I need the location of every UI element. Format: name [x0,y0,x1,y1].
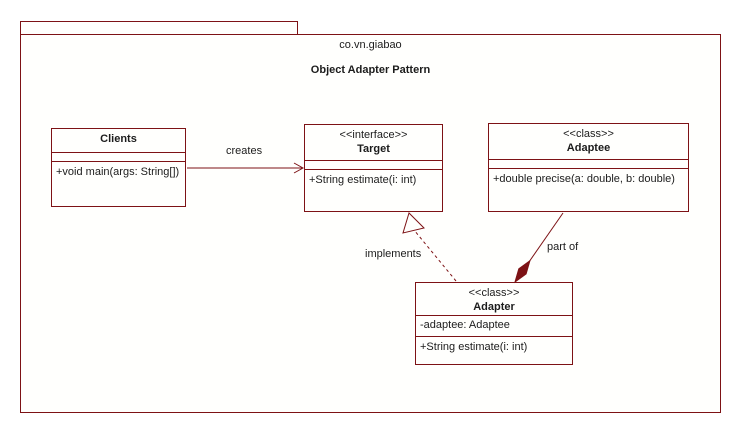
method-target-estimate: +String estimate(i: int) [309,174,417,186]
edge-creates[interactable] [187,162,305,174]
diagram-title: Object Adapter Pattern [310,64,431,76]
edge-label-creates: creates [226,145,263,157]
methods-compartment-adaptee: +double precise(a: double, b: double) [489,168,688,211]
realization-triangle-icon [402,212,425,234]
edge-label-part-of: part of [547,241,579,253]
package-name: co.vn.giabao [339,39,402,51]
method-adaptee-precise: +double precise(a: double, b: double) [493,173,675,185]
methods-compartment-target: +String estimate(i: int) [305,169,442,211]
attributes-compartment-adaptee [489,159,688,168]
class-box-adaptee[interactable]: <<class>> Adaptee +double precise(a: dou… [488,123,689,212]
method-clients-main: +void main(args: String[]) [56,166,180,178]
methods-compartment-clients: +void main(args: String[]) [52,161,185,206]
stereotype-target: <<interface>> [339,129,408,141]
attributes-compartment-target [305,160,442,169]
class-name-target: Target [357,143,390,155]
attribute-adapter-adaptee: -adaptee: Adaptee [420,319,510,331]
methods-compartment-adapter: +String estimate(i: int) [416,336,572,364]
stereotype-adapter: <<class>> [468,287,520,299]
attributes-compartment-adapter: -adaptee: Adaptee [416,315,572,336]
package-body[interactable] [20,34,721,413]
class-name-adapter: Adapter [473,301,515,313]
class-box-adapter[interactable]: <<class>> Adapter -adaptee: Adaptee +Str… [415,282,573,365]
edge-implements[interactable] [402,212,457,282]
method-adapter-estimate: +String estimate(i: int) [420,341,528,353]
composition-diamond-icon [514,259,531,284]
package-tab[interactable] [20,21,298,35]
creates-open-arrowhead-icon [293,162,305,174]
class-box-target[interactable]: <<interface>> Target +String estimate(i:… [304,124,443,212]
class-name-clients: Clients [100,133,137,145]
class-name-adaptee: Adaptee [566,142,611,154]
stereotype-adaptee: <<class>> [563,128,614,140]
edge-part-of[interactable] [514,212,564,284]
class-box-clients[interactable]: Clients +void main(args: String[]) [51,128,186,207]
edge-label-implements: implements [365,248,422,260]
attributes-compartment-clients [52,152,185,161]
